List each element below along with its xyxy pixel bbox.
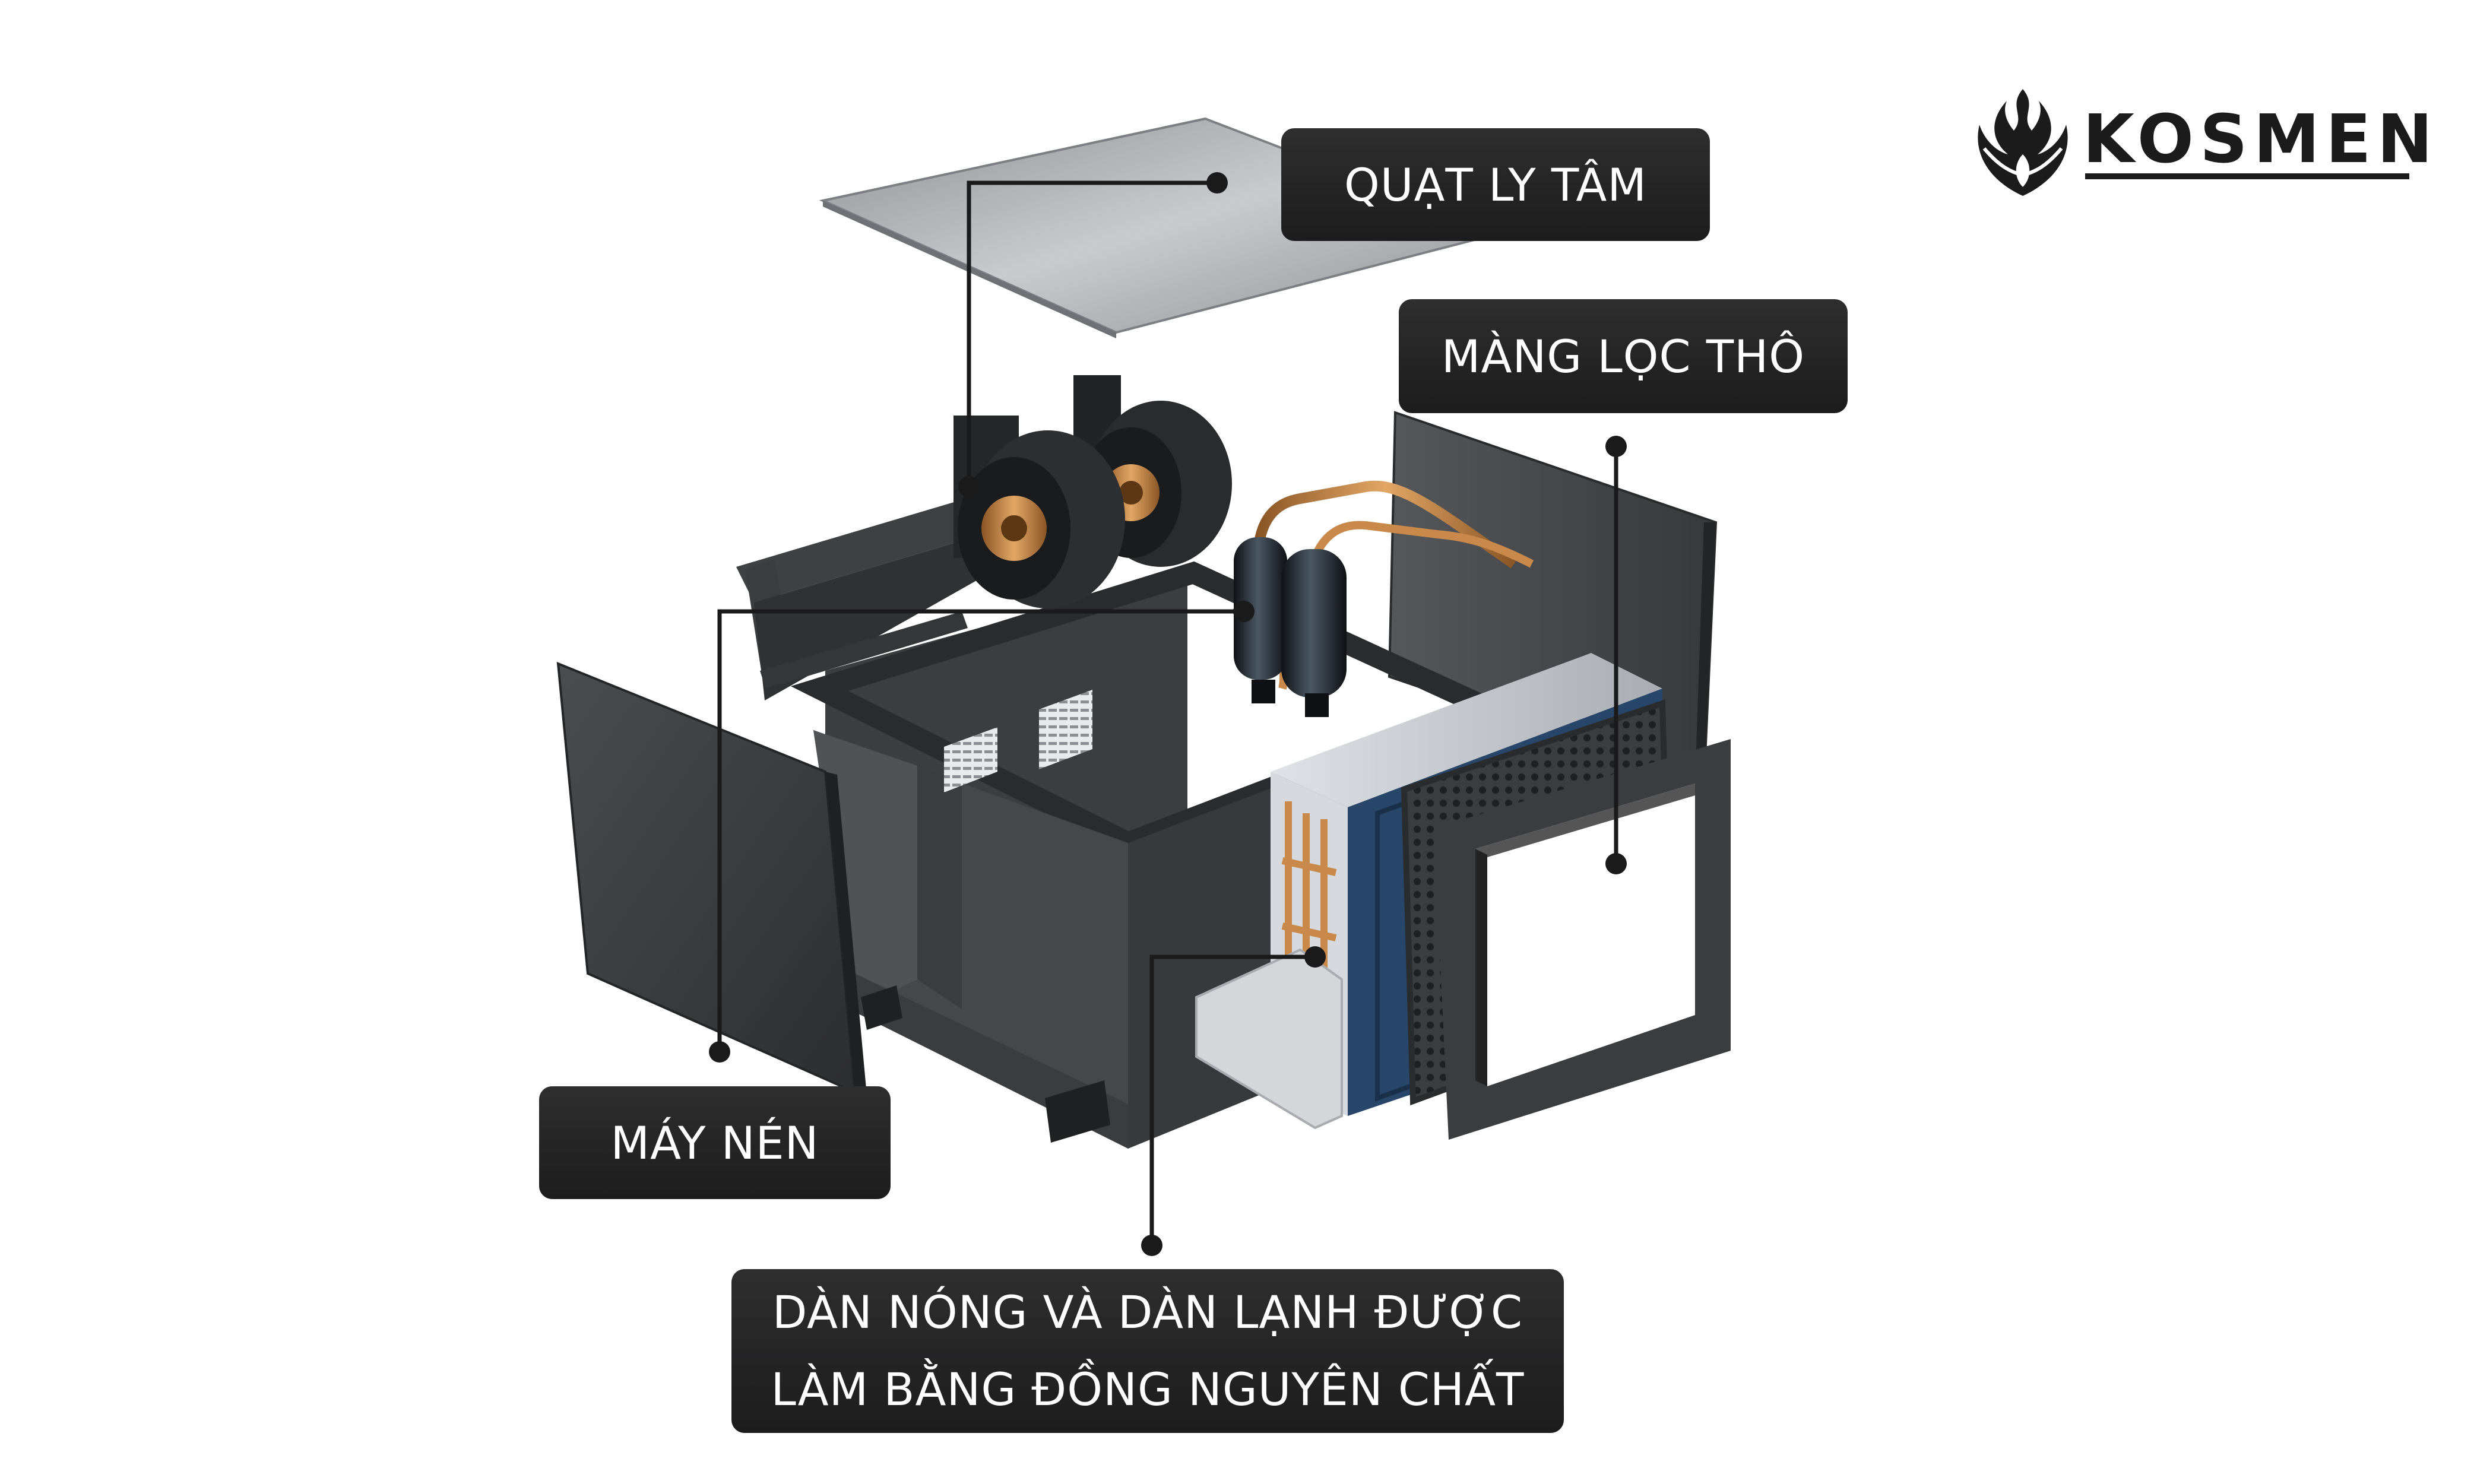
dot-fan-start	[958, 476, 980, 497]
leader-coil	[1149, 955, 1315, 1245]
inlet-frame-upper	[736, 500, 980, 700]
dot-fan-end	[1206, 172, 1228, 194]
leader-compressor	[717, 609, 1244, 1052]
dot-compressor-start	[709, 1041, 730, 1063]
callout-copper-coil: DÀN NÓNG VÀ DÀN LẠNH ĐƯỢC LÀM BẰNG ĐỒNG …	[731, 1269, 1564, 1433]
callout-coarse-filter: MÀNG LỌC THÔ	[1399, 299, 1848, 413]
callout-filter-label: MÀNG LỌC THÔ	[1441, 329, 1805, 383]
callout-compressor-label: MÁY NÉN	[610, 1116, 819, 1169]
outlet-frame-front	[1434, 739, 1731, 1140]
callout-coil-line1: DÀN NÓNG VÀ DÀN LẠNH ĐƯỢC	[772, 1286, 1523, 1339]
dot-filter-top	[1605, 436, 1627, 457]
brand-underline	[2085, 173, 2409, 179]
dot-compressor-end	[1233, 601, 1255, 622]
leader-fan	[967, 180, 1217, 487]
leader-lines	[717, 180, 1618, 1245]
callout-fan-label: QUẠT LY TÂM	[1344, 158, 1647, 211]
brand-logo: KOSMEN	[1966, 83, 2432, 202]
dot-filter-bottom	[1605, 853, 1627, 874]
leader-dots	[709, 172, 1627, 1256]
callout-centrifugal-fan: QUẠT LY TÂM	[1281, 128, 1710, 241]
flame-wing-icon	[1978, 89, 2068, 196]
left-side-panel	[556, 661, 867, 1095]
callout-coil-line2: LÀM BẰNG ĐỒNG NGUYÊN CHẤT	[771, 1363, 1525, 1416]
dot-coil-start	[1141, 1235, 1162, 1256]
brand-name: KOSMEN	[2083, 101, 2439, 178]
callout-compressor: MÁY NÉN	[539, 1086, 891, 1199]
compressor-assembly	[1234, 480, 1534, 717]
dot-coil-end	[1304, 946, 1326, 968]
centrifugal-fans	[954, 375, 1232, 608]
